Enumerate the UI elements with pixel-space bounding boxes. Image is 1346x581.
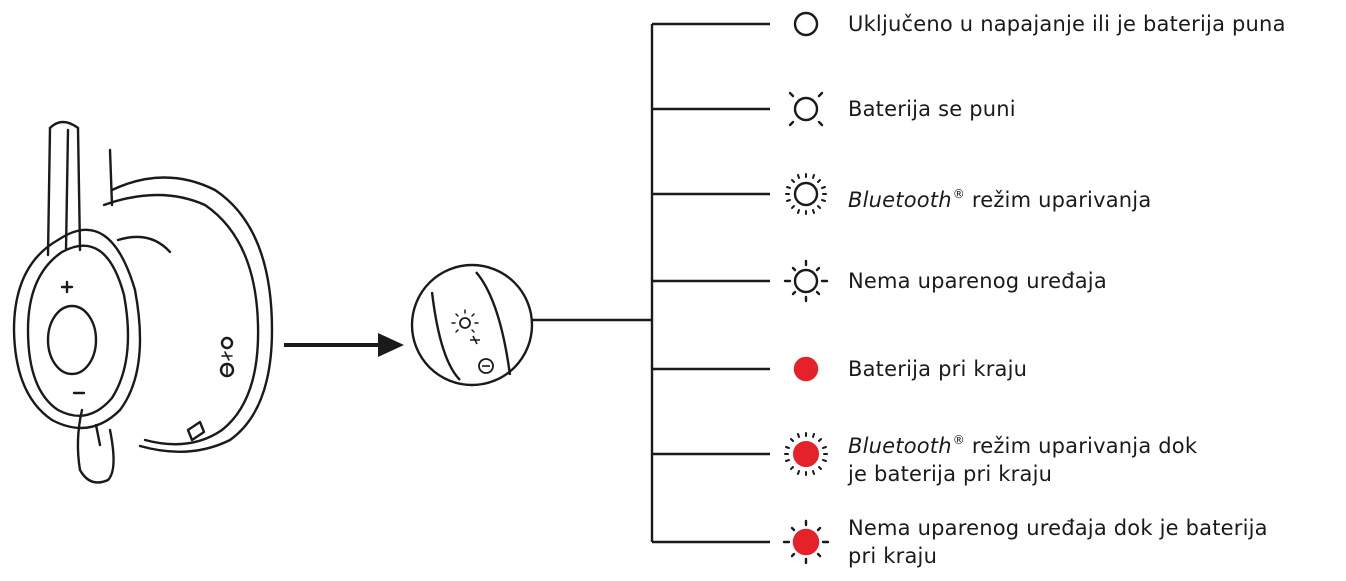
legend-text: režim uparivanja (964, 188, 1152, 212)
led-steady-red-icon (793, 356, 819, 382)
led-icons (782, 11, 830, 565)
legend-text-line2: pri kraju (848, 544, 938, 568)
legend-text: Nema uparenog uređaja dok je baterija (848, 516, 1268, 540)
registered-mark: ® (952, 187, 965, 201)
legend-label-no-device-low-battery: Nema uparenog uređaja dok je baterija pr… (848, 514, 1268, 570)
led-slow-blink-white-icon (783, 259, 829, 303)
pointer-arrow (284, 333, 404, 357)
legend-label-battery-low: Baterija pri kraju (848, 355, 1027, 383)
led-steady-white-icon (793, 11, 819, 37)
bluetooth-brand: Bluetooth (848, 188, 952, 212)
headset-illustration (12, 120, 274, 484)
legend-text: Uključeno u napajanje ili je baterija pu… (848, 12, 1286, 36)
led-slow-blink-red-icon (782, 519, 830, 565)
legend-text: Nema uparenog uređaja (848, 269, 1107, 293)
led-fast-blink-white-icon (785, 173, 827, 215)
legend-label-pairing-low-battery: Bluetooth® režim uparivanja dok je bater… (848, 426, 1197, 488)
legend-label-pairing-mode: Bluetooth® režim uparivanja (848, 180, 1151, 214)
legend-label-powered-full: Uključeno u napajanje ili je baterija pu… (848, 10, 1286, 38)
legend-text: Baterija se puni (848, 97, 1016, 121)
led-pulsing-white-icon (788, 91, 824, 127)
legend-text-line2: je baterija pri kraju (848, 462, 1053, 486)
registered-mark: ® (952, 433, 965, 447)
legend-text: Baterija pri kraju (848, 357, 1028, 381)
bluetooth-brand: Bluetooth (848, 434, 952, 458)
legend-label-no-paired-device: Nema uparenog uređaja (848, 267, 1107, 295)
legend-text: režim uparivanja dok (964, 434, 1198, 458)
legend-label-charging: Baterija se puni (848, 95, 1016, 123)
connector-tree (532, 22, 770, 544)
zoom-detail-circle (410, 263, 534, 387)
led-fast-blink-red-icon (784, 432, 828, 476)
